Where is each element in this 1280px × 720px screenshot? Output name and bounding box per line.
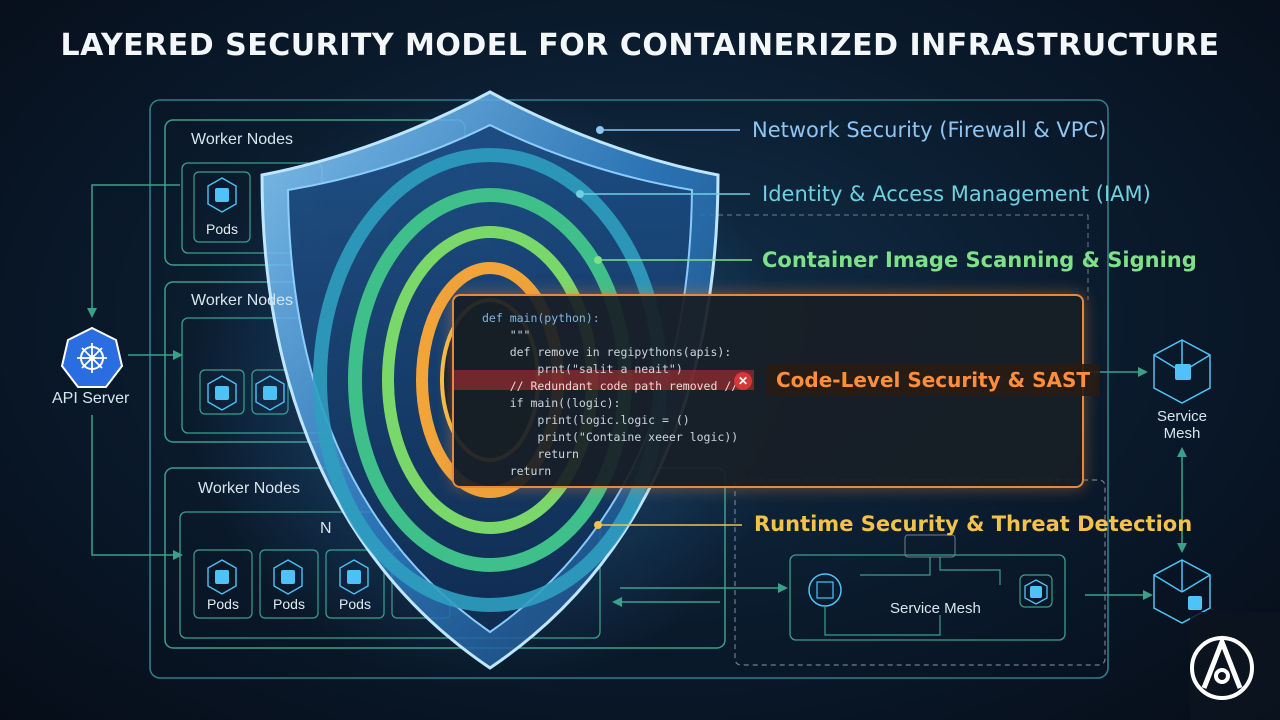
- worker-nodes-label-1: Worker Nodes: [191, 131, 293, 148]
- layer-code-security: Code-Level Security & SAST: [766, 364, 1101, 396]
- code-line: """: [482, 328, 531, 342]
- code-line: if main((logic):: [482, 396, 621, 410]
- pod-label: Pods: [207, 596, 239, 612]
- page-title: LAYERED SECURITY MODEL FOR CONTAINERIZED…: [60, 28, 1220, 63]
- api-server-label: API Server: [52, 390, 130, 407]
- code-line: def main(python):: [482, 311, 600, 325]
- nodes-partial-label: N: [320, 520, 332, 537]
- layer-image-scanning: Container Image Scanning & Signing: [762, 248, 1197, 272]
- service-mesh-label: Service Mesh: [1156, 408, 1208, 442]
- brand-logo: [1190, 612, 1280, 720]
- inner-service-mesh-label: Service Mesh: [890, 600, 981, 617]
- code-line-removed: // Redundant code path removed //: [482, 379, 739, 393]
- pod-icon: [207, 177, 237, 213]
- code-line: def remove in regipythons(apis):: [482, 345, 732, 359]
- layer-network-security: Network Security (Firewall & VPC): [752, 118, 1107, 142]
- code-line: print(logic.logic = (): [482, 413, 690, 427]
- pod-label: Pods: [339, 596, 371, 612]
- layer-iam: Identity & Access Management (IAM): [762, 182, 1151, 206]
- api-server-icon: [60, 326, 124, 388]
- layer-runtime-security: Runtime Security & Threat Detection: [754, 512, 1193, 536]
- code-snippet: def main(python): """ def remove in regi…: [482, 310, 738, 480]
- cluster-frame: [149, 99, 1109, 679]
- code-panel: def main(python): """ def remove in regi…: [452, 294, 1101, 488]
- error-x-icon: ✕: [734, 372, 752, 390]
- code-line: print("Containe xeeer logic)): [482, 430, 739, 444]
- pod-icon: [207, 559, 237, 595]
- mesh-node-icon: [808, 573, 842, 607]
- service-mesh-cube-icon-2: [1153, 559, 1211, 624]
- worker-nodes-label-3: Worker Nodes: [198, 480, 300, 497]
- worker-nodes-label-2: Worker Nodes: [191, 292, 293, 309]
- code-line: prnt("salit a neait"): [482, 362, 683, 376]
- code-line: return: [482, 464, 552, 478]
- pod-label: Pods: [273, 596, 305, 612]
- removed-code-highlight: [454, 370, 754, 390]
- pod-label: Pods: [206, 221, 238, 237]
- code-line: return: [482, 447, 579, 461]
